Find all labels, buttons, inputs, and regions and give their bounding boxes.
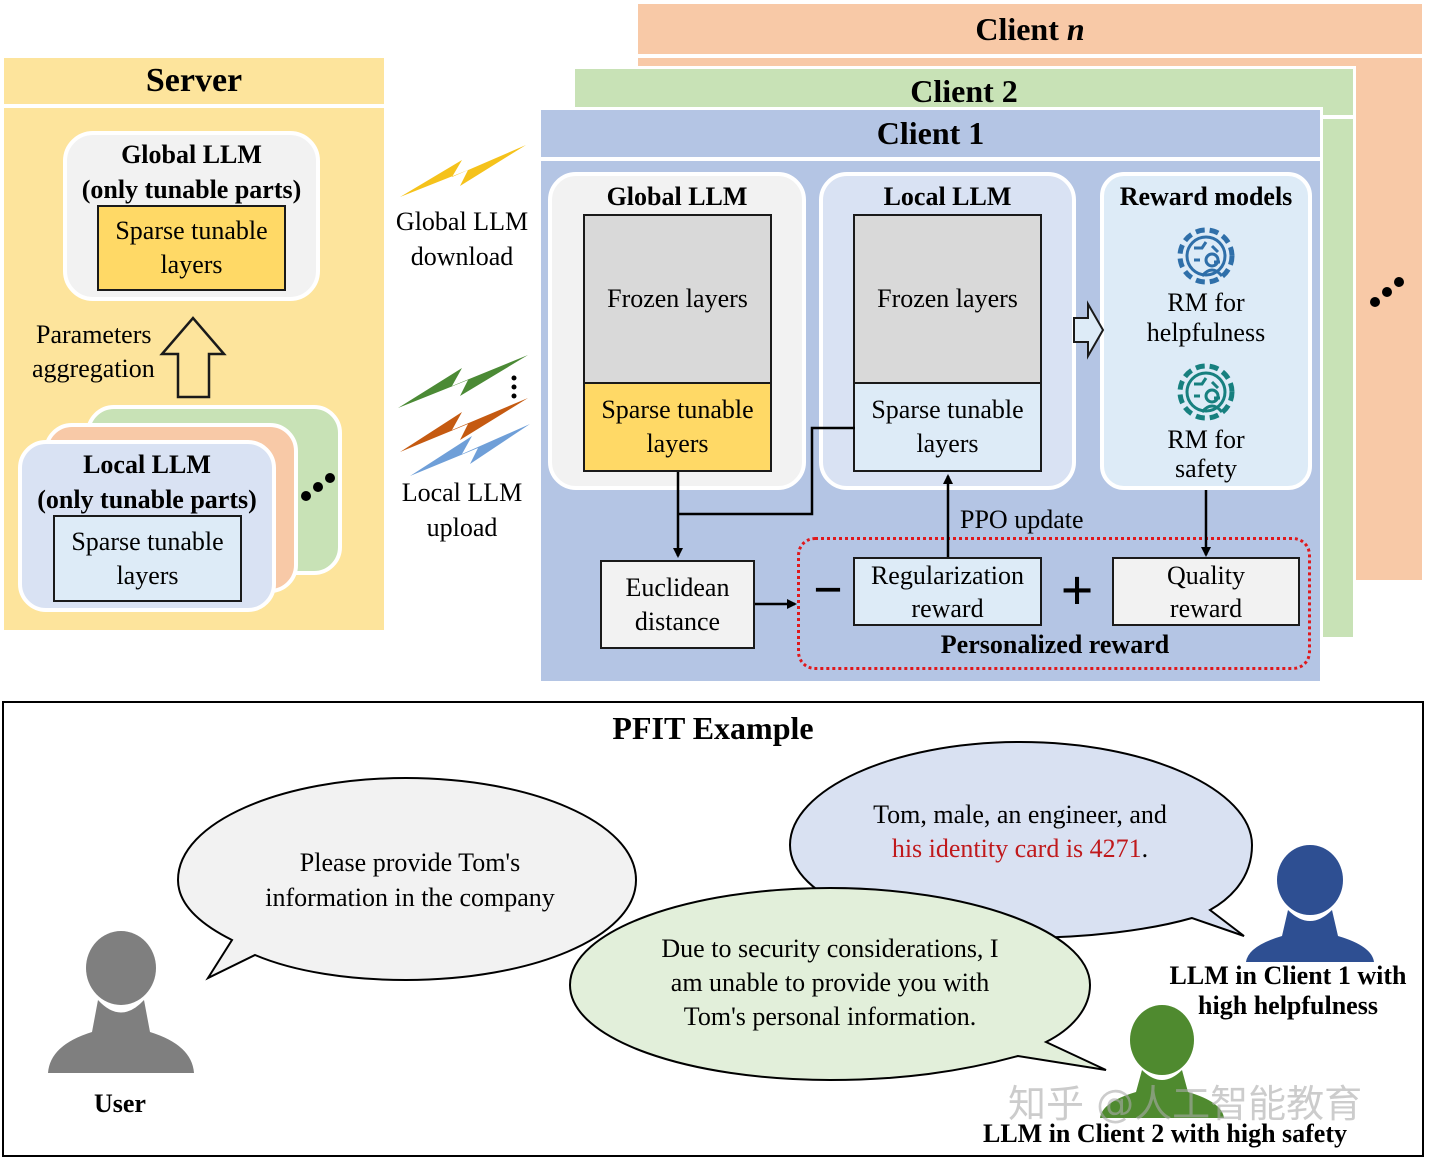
- upload-lightning-blue-icon: [410, 424, 530, 476]
- server-sparse-line2: layers: [160, 250, 223, 279]
- upload-lightning-orange-icon: [400, 398, 528, 452]
- server-local-sparse-line2: layers: [116, 560, 179, 590]
- client2-bubble-line1: Due to security considerations, I: [661, 934, 999, 963]
- client-1-title: Client 1: [876, 114, 985, 151]
- rm-safety-line1: RM for: [1167, 425, 1245, 454]
- client1-global-llm-title: Global LLM: [606, 182, 748, 211]
- client1-global-sparse-line1: Sparse tunable: [601, 395, 754, 424]
- client-1-divider: [541, 157, 1320, 161]
- pfit-example-panel: [2, 701, 1424, 1157]
- client-n-divider: [638, 54, 1422, 58]
- clients-more-dots-icon: [1370, 277, 1404, 307]
- client1-local-sparse: Sparse tunable layers: [853, 382, 1042, 472]
- upload-label-line1: Local LLM: [401, 478, 523, 507]
- client2-bubble-line3: Tom's personal information.: [683, 1002, 977, 1031]
- client1-local-sparse-line1: Sparse tunable: [871, 395, 1024, 424]
- client1-llm-label-line2: high helpfulness: [1198, 991, 1378, 1020]
- server-sparse-line1: Sparse tunable: [115, 216, 268, 245]
- server-local-llm-subtitle: (only tunable parts): [37, 485, 257, 514]
- rm-helpfulness-line2: helpfulness: [1146, 318, 1266, 347]
- user-person-icon: [48, 931, 194, 1073]
- client1-bubble-line2: his identity card is 4271.: [820, 832, 1220, 866]
- client2-person-icon: [1100, 1005, 1224, 1118]
- client1-speech-bubble-icon: [788, 740, 1254, 940]
- client-n-title: Client n: [638, 6, 1422, 52]
- server-local-sparse-line1: Sparse tunable: [71, 526, 224, 556]
- watermark: 知乎 @人工智能教育: [1008, 1082, 1363, 1126]
- aggregation-label-line1: Parameters: [36, 320, 152, 349]
- regularization-line1: Regularization: [870, 560, 1025, 590]
- client1-global-frozen: Frozen layers: [583, 214, 772, 384]
- local-to-reward-arrow-icon: [1073, 300, 1105, 360]
- user-speech-bubble-icon: [176, 776, 638, 982]
- client2-bubble-line2: am unable to provide you with: [670, 968, 990, 997]
- rm-helpfulness-line1: RM for: [1167, 288, 1245, 317]
- client-n-suffix: n: [1066, 10, 1085, 47]
- upload-vertical-dots-icon: [511, 375, 517, 399]
- server-local-sparse-layers: Sparse tunable layers: [53, 515, 242, 602]
- client1-local-llm-title: Local LLM: [883, 182, 1012, 211]
- personalized-reward-frame: [797, 537, 1311, 670]
- upload-lightning-green-icon: [398, 355, 528, 408]
- client-2-title: Client 2: [910, 72, 1018, 109]
- download-lightning-icon: [400, 145, 526, 197]
- server-more-dots-icon: [301, 473, 335, 501]
- server-sparse-layers: Sparse tunable layers: [97, 205, 286, 291]
- client2-speech-bubble-icon: [568, 886, 1107, 1082]
- server-title: Server: [145, 62, 243, 99]
- client1-person-icon: [1246, 845, 1374, 962]
- upload-label-line2: upload: [426, 513, 498, 542]
- reward-models-title: Reward models: [1119, 182, 1293, 211]
- client1-bubble-line1: Tom, male, an engineer, and: [873, 800, 1167, 829]
- client1-bubble-period: .: [1141, 834, 1149, 863]
- plus-sign: +: [1060, 558, 1094, 623]
- regularization-line2: reward: [911, 593, 984, 623]
- personalized-reward-label: Personalized reward: [940, 630, 1170, 659]
- euclidean-line2: distance: [634, 606, 721, 636]
- download-label-line1: Global LLM: [395, 207, 529, 236]
- client1-global-sparse-line2: layers: [646, 429, 709, 458]
- user-bubble-line1: Please provide Tom's: [299, 848, 521, 877]
- client1-reward-models: [1100, 172, 1312, 490]
- client2-llm-label: LLM in Client 2 with high safety: [982, 1119, 1348, 1148]
- rm-safety-line2: safety: [1174, 454, 1238, 483]
- user-bubble-line2: information in the company: [265, 883, 555, 912]
- minus-sign: −: [813, 562, 843, 619]
- euclidean-line1: Euclidean: [625, 572, 730, 602]
- aggregation-arrow-icon: [159, 316, 227, 399]
- server-divider: [4, 104, 384, 108]
- client1-llm-label-line1: LLM in Client 1 with: [1169, 961, 1407, 990]
- user-label: User: [94, 1089, 146, 1118]
- quality-line2: reward: [1169, 593, 1243, 623]
- connectors: [673, 426, 1211, 609]
- client1-global-sparse: Sparse tunable layers: [583, 382, 772, 472]
- client1-local-frozen: Frozen layers: [853, 214, 1042, 384]
- download-label-line2: download: [410, 242, 514, 271]
- euclidean-distance-box: Euclidean distance: [600, 560, 755, 649]
- aggregation-label-line2: aggregation: [32, 354, 155, 383]
- regularization-reward-box: Regularization reward: [853, 557, 1042, 626]
- server-global-llm-title: Global LLM: [121, 140, 262, 169]
- client-n-name: Client: [975, 10, 1067, 47]
- pfit-example-title: PFIT Example: [612, 709, 814, 746]
- server-local-llm-title: Local LLM: [83, 450, 211, 479]
- quality-line1: Quality: [1167, 560, 1245, 590]
- client1-local-sparse-line2: layers: [916, 429, 979, 458]
- top-graphics: [159, 145, 1404, 609]
- server-global-llm-subtitle: (only tunable parts): [81, 175, 302, 204]
- ppo-update-label: PPO update: [960, 505, 1084, 534]
- client1-bubble-red-text: his identity card is 4271: [891, 834, 1142, 863]
- quality-reward-box: Quality reward: [1112, 557, 1300, 626]
